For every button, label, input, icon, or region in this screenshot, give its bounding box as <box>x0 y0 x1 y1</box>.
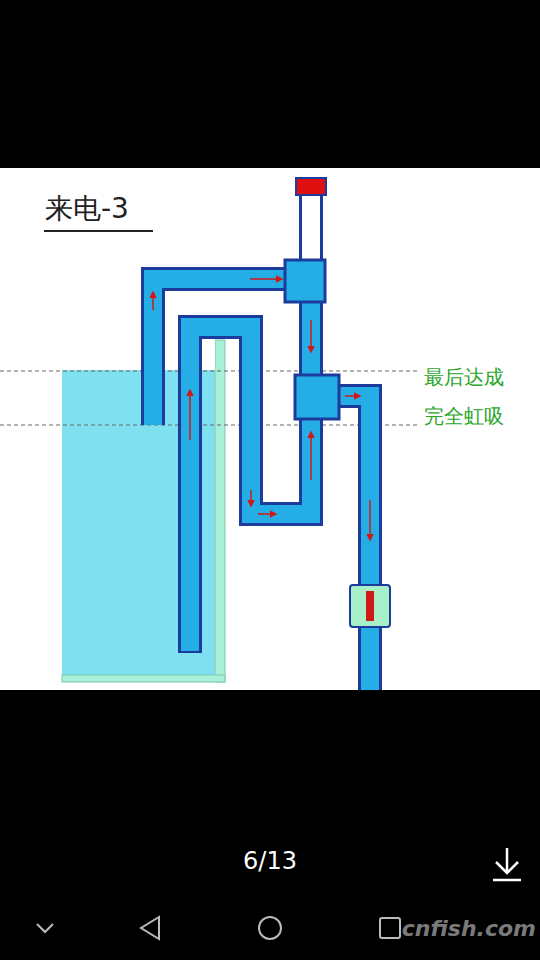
wall-gap <box>203 340 215 370</box>
watermark: cnfish.com <box>402 916 536 941</box>
pipe-outlines <box>153 196 370 690</box>
diagram-title: 来电-3 <box>45 193 129 225</box>
title-underline <box>44 230 153 232</box>
tee-fitting <box>285 260 325 302</box>
tank-wall <box>215 340 225 682</box>
end-cap <box>296 178 326 195</box>
note-text: 最后达成 <box>424 366 504 389</box>
level-line <box>0 425 418 426</box>
valve-gate <box>366 591 374 621</box>
download-icon <box>493 848 521 880</box>
picture-panel <box>0 168 540 690</box>
note-text: 完全虹吸 <box>424 405 504 428</box>
pipe-fills <box>153 196 370 690</box>
nav-icons <box>37 917 400 939</box>
valve <box>350 585 390 627</box>
tee-fitting <box>295 375 339 419</box>
level-line <box>0 371 418 372</box>
flow-arrows <box>153 279 370 540</box>
tank-bottom <box>62 675 225 682</box>
page-counter: 6/13 <box>243 848 297 876</box>
